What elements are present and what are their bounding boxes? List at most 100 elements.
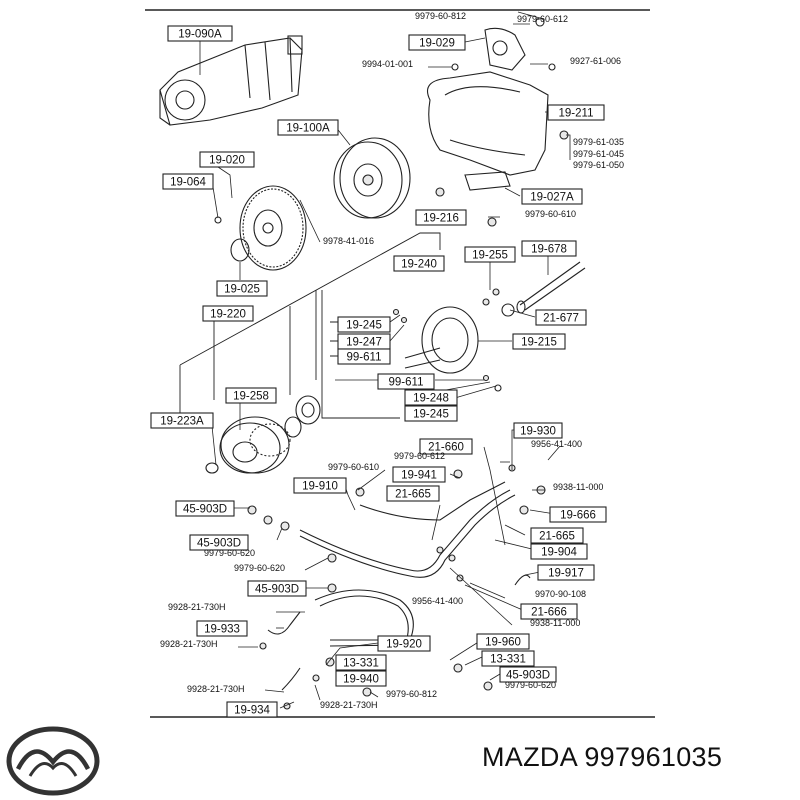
part-label-frame (404, 405, 458, 422)
forward-clutch-drawing (205, 416, 291, 474)
part-label-box: 45-903D (499, 666, 557, 683)
part-label-frame (547, 104, 605, 121)
part-number-label: 21-665 (539, 531, 575, 543)
part-number-label: 19-258 (233, 391, 269, 403)
part-label-frame (337, 348, 391, 365)
part-label-box: 19-090A (167, 25, 233, 42)
part-label-box: 19-220 (202, 305, 254, 322)
part-label-frame (520, 603, 578, 620)
part-label-frame (481, 650, 535, 667)
part-label-box: 19-216 (415, 209, 467, 226)
part-label-frame (196, 620, 248, 637)
fastener-part-number: 9979-60-812 (386, 689, 437, 699)
part-number-label: 19-960 (485, 637, 521, 649)
part-label-box: 19-027A (521, 188, 583, 205)
fastener-part-number: 9994-01-001 (362, 59, 413, 69)
part-label-box: 19-245 (337, 316, 391, 333)
part-label-frame (335, 654, 387, 671)
part-label-box: 19-917 (537, 564, 595, 581)
brand-part-number-caption: MAZDA 997961035 (482, 742, 722, 773)
part-label-box: 19-920 (377, 635, 431, 652)
part-label-frame (150, 412, 214, 429)
fastener-part-number: 9956-41-400 (531, 439, 582, 449)
transmission-assembly-drawing (159, 35, 303, 126)
fastener-part-number: 9979-60-620 (204, 548, 255, 558)
part-number-label: 21-665 (395, 489, 431, 501)
part-label-box: 19-904 (530, 543, 588, 560)
part-label-box: 21-660 (419, 438, 473, 455)
part-label-box: 19-933 (196, 620, 248, 637)
part-label-box: 21-665 (530, 527, 584, 544)
fastener-part-number: 9978-41-016 (323, 236, 374, 246)
part-label-box: 19-960 (476, 633, 530, 650)
fastener-part-number: 9928-21-730H (187, 684, 245, 694)
part-number-label: 45-903D (255, 584, 299, 596)
part-label-frame (513, 422, 563, 439)
part-label-box: 19-666 (549, 506, 607, 523)
oil-pump-drawing (404, 306, 502, 392)
part-number-label: 19-248 (413, 393, 449, 405)
part-number-label: 19-247 (346, 337, 382, 349)
fastener-part-number: 9938-11-000 (530, 618, 580, 628)
fastener-part-number: 9979-60-612 (517, 14, 568, 24)
part-label-box: 19-930 (513, 422, 563, 439)
mazda-logo-icon (6, 726, 100, 796)
part-label-frame (225, 387, 277, 404)
fastener-part-number: 9938-11-000 (553, 482, 603, 492)
part-number-label: 21-660 (428, 442, 464, 454)
drive-plate-drawing (214, 185, 307, 271)
part-number-label: 21-677 (543, 313, 579, 325)
part-label-box: 19-934 (226, 701, 278, 718)
part-label-box: 19-020 (199, 151, 255, 168)
part-number-label: 19-940 (343, 674, 379, 686)
fastener-part-number: 9979-61-035 (573, 137, 624, 147)
part-number-label: 19-220 (210, 309, 246, 321)
part-number-label: 19-216 (423, 213, 459, 225)
fastener-part-number: 9979-61-050 (573, 160, 624, 170)
part-label-frame (521, 188, 583, 205)
part-number-label: 19-240 (401, 259, 437, 271)
fastener-part-number: 9979-60-620 (505, 680, 556, 690)
part-label-box: 99-611 (377, 373, 435, 390)
part-label-frame (530, 527, 584, 544)
part-number-label: 19-100A (286, 123, 330, 135)
part-number-label: 19-020 (209, 155, 245, 167)
part-label-frame (335, 670, 387, 687)
part-number-label: 19-666 (560, 510, 596, 522)
part-label-box: 13-331 (335, 654, 387, 671)
part-label-box: 21-677 (535, 309, 587, 326)
fastener-part-number: 9979-60-620 (234, 563, 285, 573)
fastener-part-number: 9928-21-730H (168, 602, 226, 612)
part-label-frame (476, 633, 530, 650)
part-label-box: 21-665 (386, 485, 440, 502)
part-number-label: 13-331 (343, 658, 379, 670)
part-label-box: 19-223A (150, 412, 214, 429)
part-number-label: 99-611 (389, 377, 424, 389)
boxed-part-labels: 19-090A19-02919-21119-100A19-02019-06419… (150, 25, 607, 718)
part-number-label: 19-027A (530, 192, 574, 204)
part-label-frame (499, 666, 557, 683)
part-label-frame (377, 373, 435, 390)
torque-converter-drawing (333, 137, 411, 219)
part-label-frame (419, 438, 473, 455)
part-label-frame (408, 34, 466, 51)
fastener-part-number: 9928-21-730H (320, 700, 378, 710)
part-label-box: 19-025 (216, 280, 268, 297)
part-label-box: 19-211 (547, 104, 605, 121)
part-label-box: 19-064 (162, 173, 214, 190)
part-label-frame (293, 477, 347, 494)
part-label-box: 19-100A (277, 119, 339, 136)
oil-cooler-pipes-drawing (267, 481, 531, 691)
part-label-frame (337, 316, 391, 333)
part-number-label: 19-941 (401, 470, 437, 482)
part-label-frame (386, 485, 440, 502)
part-label-frame (521, 240, 577, 257)
part-number-label: 45-903D (197, 538, 241, 550)
part-label-frame (512, 333, 566, 350)
part-number-label: 19-933 (204, 624, 240, 636)
part-label-frame (415, 209, 467, 226)
part-label-frame (199, 151, 255, 168)
part-label-frame (377, 635, 431, 652)
part-label-box: 19-910 (293, 477, 347, 494)
